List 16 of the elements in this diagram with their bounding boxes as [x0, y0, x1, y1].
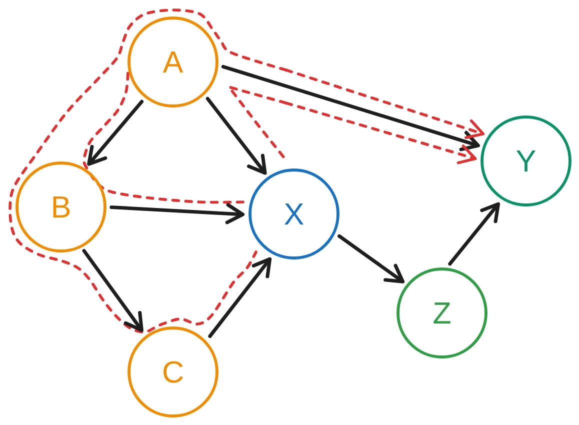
- arrow: [206, 96, 267, 175]
- arrow: [110, 203, 245, 224]
- arrow: [448, 202, 500, 266]
- dashed-arrow: [284, 102, 477, 164]
- arrow: [87, 100, 144, 166]
- circle-node: Z: [396, 268, 488, 358]
- circle-node: X: [248, 168, 340, 260]
- circle-node: Y: [480, 116, 572, 206]
- arrow: [338, 234, 405, 284]
- arrow: [221, 64, 480, 152]
- circle-node: C: [128, 326, 218, 418]
- arrow: [208, 257, 272, 338]
- dashed-arrow: [284, 68, 485, 139]
- arrow: [82, 248, 144, 332]
- circle-node: B: [16, 162, 106, 252]
- circle-node: A: [128, 16, 218, 108]
